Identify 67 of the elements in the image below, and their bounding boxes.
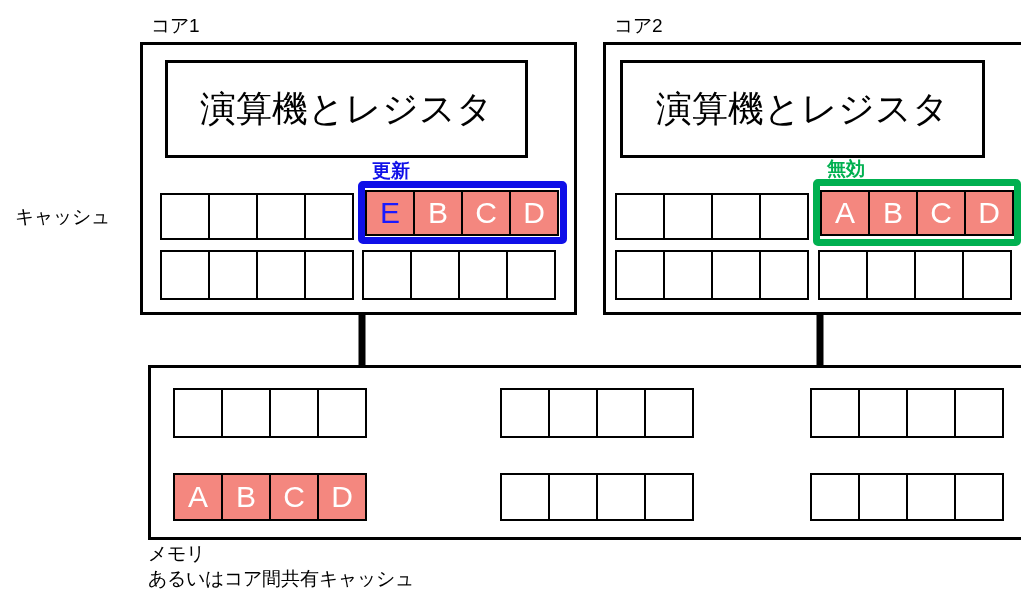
memory-cell [500, 473, 550, 521]
memory-cell [548, 473, 598, 521]
cache-cell [759, 250, 809, 300]
memory-cell [596, 388, 646, 438]
core-label: コア2 [614, 15, 663, 38]
bus-line [358, 315, 366, 365]
status-label: 無効 [827, 158, 865, 181]
memory-cell [596, 473, 646, 521]
cache-cell [208, 250, 258, 300]
cache-cell: A [820, 190, 870, 236]
memory-cell [644, 473, 694, 521]
core-label: コア1 [151, 15, 200, 38]
cache-cell [410, 250, 460, 300]
memory-cell [954, 388, 1004, 438]
cache-cell: E [365, 190, 415, 236]
cache-cell [208, 193, 258, 240]
cache-cell [615, 193, 665, 240]
memory-cell [500, 388, 550, 438]
unit-box: 演算機とレジスタ [165, 60, 528, 158]
cache-cell [711, 250, 761, 300]
memory-label: メモリ [148, 543, 205, 566]
memory-cell [269, 388, 319, 438]
memory-cell [858, 473, 908, 521]
cache-cell [866, 250, 916, 300]
cache-cell [458, 250, 508, 300]
cache-cell: B [868, 190, 918, 236]
cache-cell [160, 250, 210, 300]
cache-cell [759, 193, 809, 240]
cache-cell: D [964, 190, 1014, 236]
cache-cell: D [509, 190, 559, 236]
memory-cell [906, 388, 956, 438]
memory-cell [906, 473, 956, 521]
memory-cell: A [173, 473, 223, 521]
memory-cell [173, 388, 223, 438]
cache-cell: C [461, 190, 511, 236]
cache-cell [663, 250, 713, 300]
memory-cell [954, 473, 1004, 521]
cache-cell [304, 193, 354, 240]
cache-label: キャッシュ [15, 206, 110, 229]
cache-cell [304, 250, 354, 300]
cache-cell [362, 250, 412, 300]
memory-cell [644, 388, 694, 438]
cache-cell [818, 250, 868, 300]
memory-cell [548, 388, 598, 438]
cache-cell [711, 193, 761, 240]
bus-line [816, 315, 824, 365]
memory-label: あるいはコア間共有キャッシュ [148, 568, 414, 591]
cache-cell [506, 250, 556, 300]
memory-cell: B [221, 473, 271, 521]
memory-cell [858, 388, 908, 438]
cache-cell [663, 193, 713, 240]
cache-cell [962, 250, 1012, 300]
cache-cell [914, 250, 964, 300]
cache-cell [160, 193, 210, 240]
cache-cell: B [413, 190, 463, 236]
status-label: 更新 [372, 160, 410, 183]
memory-cell: C [269, 473, 319, 521]
cache-cell [615, 250, 665, 300]
cache-cell [256, 250, 306, 300]
memory-cell [317, 388, 367, 438]
memory-cell [810, 388, 860, 438]
cache-cell [256, 193, 306, 240]
memory-cell [221, 388, 271, 438]
unit-box: 演算機とレジスタ [620, 60, 985, 158]
memory-cell: D [317, 473, 367, 521]
cache-cell: C [916, 190, 966, 236]
memory-cell [810, 473, 860, 521]
